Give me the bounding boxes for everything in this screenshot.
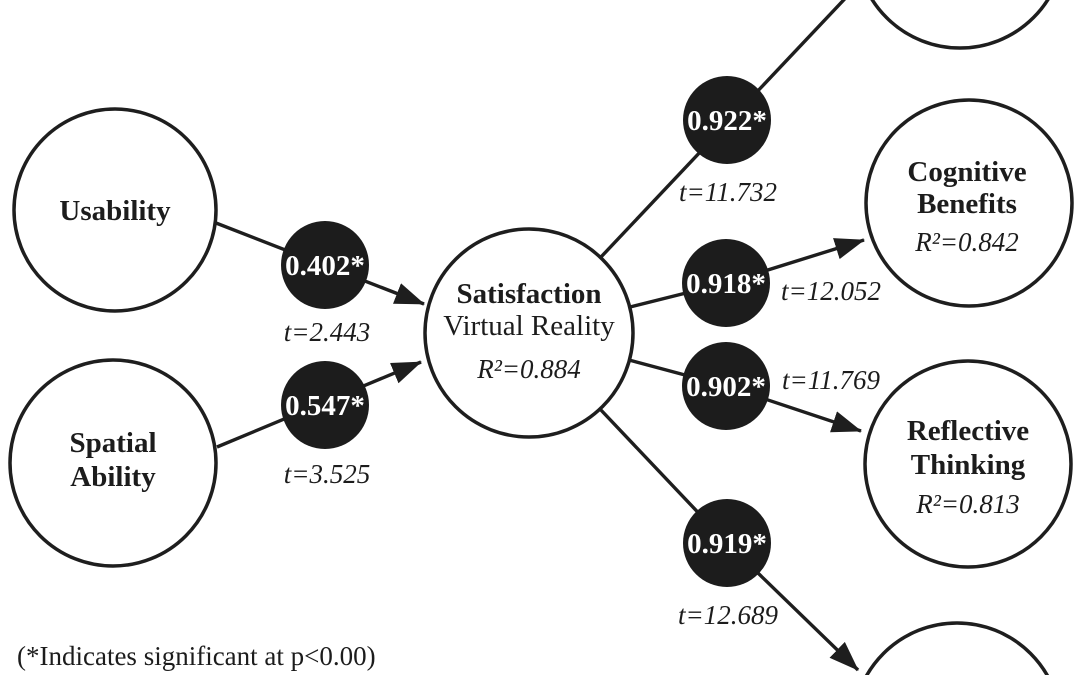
significance-footnote: (*Indicates significant at p<0.00) (17, 641, 376, 671)
coef-value-bottom: 0.919* (687, 528, 767, 560)
coef-value-reflective: 0.902* (686, 371, 766, 403)
coef-value-top: 0.922* (687, 105, 767, 137)
reflective-thinking-label-line1: Reflective (907, 415, 1029, 447)
coef-badge-cognitive (682, 239, 770, 327)
t-value-bottom: t=12.689 (678, 600, 778, 630)
coef-badge-spatial (281, 361, 369, 449)
coefficient-labels: 0.402* 0.547* 0.922* 0.918* 0.902* 0.919… (285, 105, 767, 560)
reflective-thinking-r-squared: R²=0.813 (915, 489, 1020, 519)
coef-value-usability: 0.402* (285, 250, 365, 282)
node-usability-circle (12, 107, 218, 313)
usability-label: Usability (59, 195, 171, 227)
construct-labels: Usability Spatial Ability Satisfaction V… (59, 156, 1029, 519)
satisfaction-label-line1: Satisfaction (457, 278, 602, 310)
t-value-cognitive: t=12.052 (781, 276, 881, 306)
satisfaction-r-squared: R²=0.884 (476, 354, 581, 384)
coef-badge-usability (281, 221, 369, 309)
node-reflective-thinking-circle (863, 359, 1073, 569)
reflective-thinking-label-line2: Thinking (911, 449, 1026, 481)
cognitive-benefits-label-line2: Benefits (917, 188, 1017, 220)
cognitive-benefits-label-line1: Cognitive (907, 156, 1026, 188)
node-satisfaction-circle (423, 227, 635, 439)
t-value-spatial: t=3.525 (284, 459, 370, 489)
coef-value-spatial: 0.547* (285, 390, 365, 422)
spatial-ability-label-line2: Ability (70, 461, 156, 493)
coef-badge-reflective (682, 342, 770, 430)
t-value-top: t=11.732 (679, 177, 777, 207)
node-spatial-ability-circle (8, 358, 218, 568)
coef-value-cognitive: 0.918* (686, 268, 766, 300)
satisfaction-label-line2: Virtual Reality (443, 310, 615, 342)
cognitive-benefits-r-squared: R²=0.842 (914, 227, 1019, 257)
coef-badge-top (683, 76, 771, 164)
spatial-ability-label-line1: Spatial (69, 427, 156, 459)
node-bottom-right-partial-circle (864, 621, 1050, 675)
coefficient-badges (281, 76, 771, 587)
construct-nodes (8, 0, 1074, 675)
node-cognitive-benefits-circle (864, 98, 1074, 308)
coef-badge-bottom (683, 499, 771, 587)
node-top-right-partial-circle (870, 0, 1050, 50)
t-statistic-labels: t=2.443 t=3.525 t=11.732 t=12.052 t=11.7… (284, 177, 881, 630)
t-value-usability: t=2.443 (284, 317, 370, 347)
t-value-reflective: t=11.769 (782, 365, 880, 395)
